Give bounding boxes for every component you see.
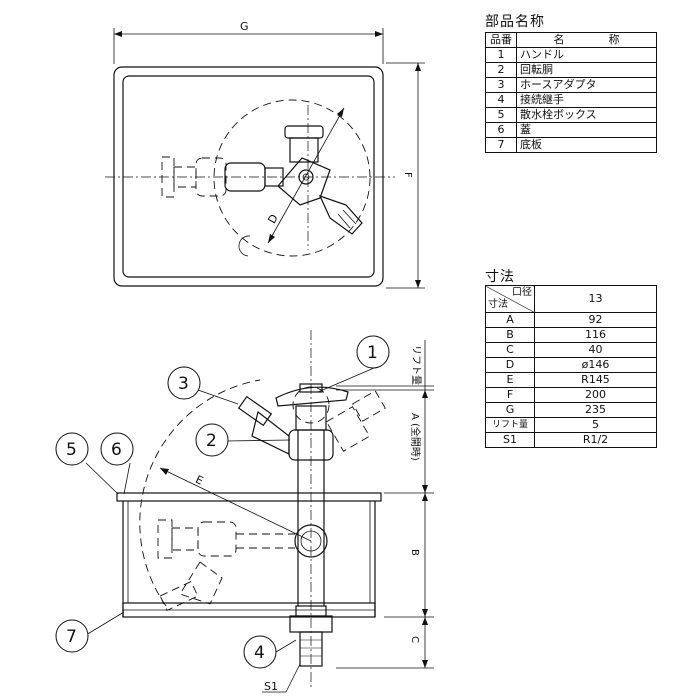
- bubble-2: [195, 423, 229, 457]
- lift-label: リフト量: [410, 345, 422, 385]
- header-value: 13: [534, 285, 657, 313]
- diagonal-header: 口径 寸法: [485, 285, 535, 313]
- bubble-5: [55, 432, 89, 466]
- dim-b-label: B: [409, 549, 420, 556]
- bubble-4: [243, 635, 277, 669]
- dims-table-header: 口径 寸法 13: [485, 285, 657, 313]
- side-view: E S1 リフト量 A (全開時) B C: [55, 330, 434, 693]
- bubble-1: [356, 335, 390, 369]
- header-no: 品番: [485, 32, 517, 48]
- dim-f-label: F: [402, 172, 413, 178]
- bubble-7: [55, 619, 89, 653]
- bubble-6: [100, 432, 134, 466]
- parts-table-header: 品番 名 称: [485, 32, 657, 48]
- dim-c-label: C: [409, 636, 420, 643]
- svg-text:3: 3: [178, 374, 189, 394]
- dims-table-title: 寸法: [485, 269, 515, 285]
- svg-text:5: 5: [66, 440, 77, 460]
- s1-label: S1: [264, 680, 278, 693]
- svg-text:2: 2: [206, 431, 217, 451]
- dim-e-label: E: [193, 473, 205, 488]
- svg-text:6: 6: [111, 440, 122, 460]
- svg-text:1: 1: [367, 343, 378, 363]
- svg-text:7: 7: [66, 627, 77, 647]
- parts-table-title: 部品名称: [485, 14, 545, 30]
- bubble-3: [167, 366, 201, 400]
- svg-text:4: 4: [254, 643, 265, 663]
- dim-a-label: A (全開時): [409, 413, 422, 461]
- header-name: 名 称: [516, 32, 657, 48]
- dim-g-label: G: [240, 20, 249, 33]
- top-view: G F D: [105, 20, 425, 289]
